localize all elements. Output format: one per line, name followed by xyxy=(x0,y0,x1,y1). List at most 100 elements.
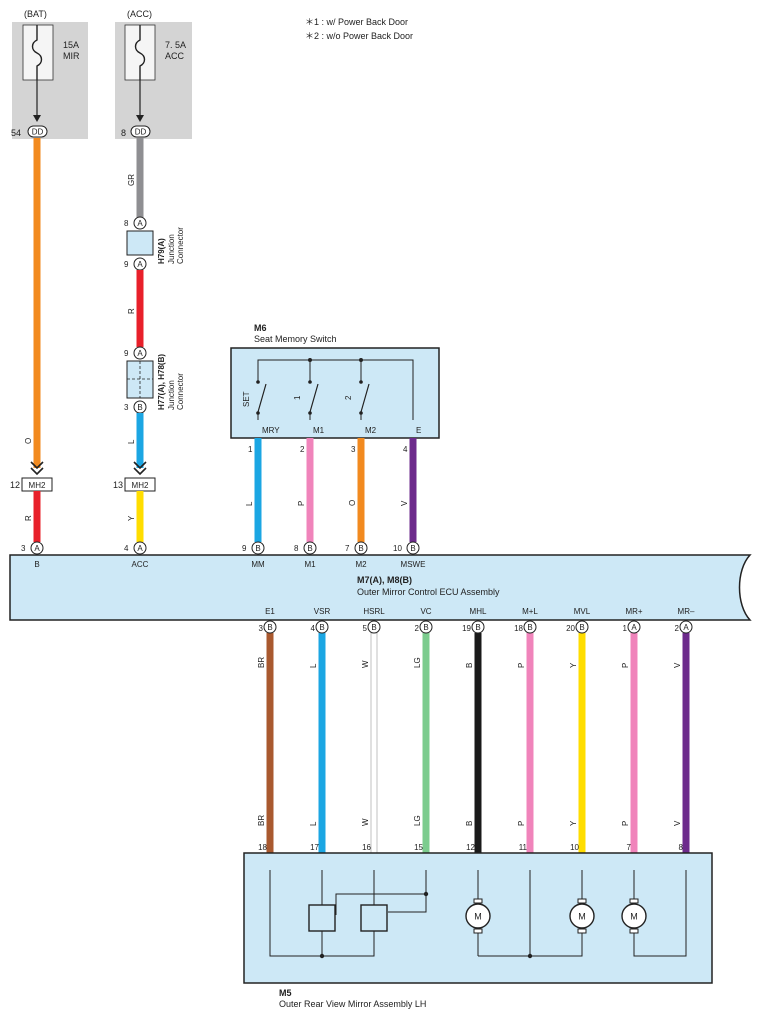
ecu-top-pin-conn: B xyxy=(410,544,415,553)
wire-color-m2: O xyxy=(348,500,357,506)
connector-circle xyxy=(471,620,485,634)
h79-desc2: Connector xyxy=(176,227,185,264)
wire-color-label: W xyxy=(361,660,370,668)
switch-pin-1: 1 xyxy=(248,445,253,454)
wire-color-label: BR xyxy=(257,815,266,826)
wire-color-label: V xyxy=(673,820,682,826)
fuse-acc-amp: 7. 5A xyxy=(165,40,186,50)
circuit-6: MVL20BYY10MV xyxy=(566,607,600,867)
fuse-mir-conn: DD xyxy=(32,128,44,137)
ecu-top-pin-acc: 4 A ACC xyxy=(124,541,149,569)
ecu-top-pin-label: MSWE xyxy=(401,560,426,569)
ecu-top-pin-label: M1 xyxy=(304,560,316,569)
circuit-0: E13BBRBR18E1 xyxy=(257,607,285,867)
ecu-bottom-pin-conn: A xyxy=(683,623,689,632)
contact-1 xyxy=(308,380,319,420)
fuse-mir-pin: 54 xyxy=(11,128,21,138)
mirror-pin-number: 7 xyxy=(627,843,632,852)
wire xyxy=(370,632,378,854)
ecu-bottom-pin-conn: B xyxy=(527,623,532,632)
ecu-bottom-pin-number: 19 xyxy=(462,624,471,633)
h77-pin-top: 9 xyxy=(124,349,129,358)
ecu-bottom-pin-conn: A xyxy=(631,623,637,632)
ecu-top-pin-conn: B xyxy=(307,544,312,553)
switch-terminal-mry: MRY xyxy=(262,426,280,435)
contact-label-set: SET xyxy=(242,391,251,407)
ecu-top-pin-label: M2 xyxy=(355,560,367,569)
wire-acc: GR 8 A 9 A H79(A) Junction Connector R 9… xyxy=(113,138,185,542)
motor-mr: M xyxy=(621,898,647,934)
switch-pin-2: 2 xyxy=(300,445,305,454)
h79-junction-box xyxy=(126,230,154,256)
connector-circle xyxy=(315,620,329,634)
wire-color-label: P xyxy=(517,663,526,668)
ecu-bottom-pin-conn: B xyxy=(319,623,324,632)
ecu-bottom-pin-conn: B xyxy=(475,623,480,632)
ecu-top-pin-number: 10 xyxy=(393,544,402,553)
wire-color-acc-low: L xyxy=(127,439,136,444)
ecu-bottom-pin-label: MR– xyxy=(678,607,695,616)
mh2-pin-12: 12 xyxy=(10,480,20,490)
fuse-mir-name: MIR xyxy=(63,51,80,61)
ecu-top-pin-number: 7 xyxy=(345,544,350,553)
ecu-bottom-pin-number: 5 xyxy=(363,624,368,633)
mirror-pin-number: 15 xyxy=(414,843,423,852)
switch-terminal-m2: M2 xyxy=(365,426,377,435)
mirror-pin-number: 11 xyxy=(519,843,528,852)
mirror-pin-number: 17 xyxy=(310,843,319,852)
mh2-label-acc: MH2 xyxy=(132,481,149,490)
wire-color-e: V xyxy=(400,500,409,506)
fuse-mir: (BAT) 15A MIR 54 DD xyxy=(11,9,88,139)
fuse-mir-amp: 15A xyxy=(63,40,79,50)
connector-circle xyxy=(575,620,589,634)
wire-color-acc-top: GR xyxy=(127,174,136,186)
legend: ＊1 : w/ Power Back Door ＊2 : w/o Power B… xyxy=(305,17,413,41)
chevron-down-icon xyxy=(30,461,44,476)
fuse-mir-supply: (BAT) xyxy=(24,9,47,19)
wire-color-label: L xyxy=(309,821,318,826)
circuit-4: MHL19BBB12MH xyxy=(462,607,496,867)
ecu-top-pin-m1: 8 B M1 xyxy=(294,541,317,569)
motor-icon xyxy=(569,903,595,929)
ecu-bottom-pin-number: 3 xyxy=(259,624,264,633)
ecu-bottom-pin-number: 1 xyxy=(623,624,628,633)
ecu-bottom-pin-conn: B xyxy=(423,623,428,632)
h77-desc1: Junction xyxy=(167,380,176,410)
fuse-acc-connector xyxy=(130,125,151,138)
wire-color-label: Y xyxy=(569,820,578,826)
ecu-top-pin-mm: 9 B MM xyxy=(242,541,265,569)
wire-color-bat-upper: O xyxy=(24,438,33,444)
wire-color-label: L xyxy=(309,663,318,668)
switch-pin-3: 3 xyxy=(351,445,356,454)
connector-circle xyxy=(627,620,641,634)
ecu-top-pin-label: ACC xyxy=(132,560,149,569)
ecu-top-pin-conn: A xyxy=(34,544,40,553)
wire-color-label: BR xyxy=(257,657,266,668)
wire-color-label: LG xyxy=(413,657,422,668)
contact-label-2: 2 xyxy=(344,395,353,400)
switch-terminal-m1: M1 xyxy=(313,426,325,435)
wire-color-label: P xyxy=(621,663,630,668)
arrow-down-icon xyxy=(33,115,41,122)
ecu-bottom-pin-label: HSRL xyxy=(363,607,385,616)
motor-mv: M xyxy=(569,898,595,934)
motor-label: M xyxy=(578,912,586,922)
ecu-bottom-pin-conn: B xyxy=(267,623,272,632)
ecu-bottom-pin-label: VSR xyxy=(314,607,331,616)
switch-pin-4: 4 xyxy=(403,445,408,454)
ecu-top-pin-conn: B xyxy=(255,544,260,553)
ecu-bottom-wires: E13BBRBR18E1VSR4BLL17VSRLHSRL5BWW16HSRLV… xyxy=(257,607,703,867)
ecu-bottom-pin-number: 20 xyxy=(566,624,575,633)
ecu-top-pin-conn: A xyxy=(137,544,143,553)
ecu-assembly: M7(A), M8(B) Outer Mirror Control ECU As… xyxy=(9,541,752,621)
fuse-acc-name: ACC xyxy=(165,51,185,61)
chevron-down-icon xyxy=(133,461,147,476)
h79-desc1: Junction xyxy=(167,234,176,264)
ecu-bottom-pin-conn: B xyxy=(579,623,584,632)
ecu-top-pin-number: 4 xyxy=(124,544,129,553)
h77-pin-bot: 3 xyxy=(124,403,129,412)
h79-pin-top: 8 xyxy=(124,219,129,228)
fuse-mir-box xyxy=(22,24,54,81)
